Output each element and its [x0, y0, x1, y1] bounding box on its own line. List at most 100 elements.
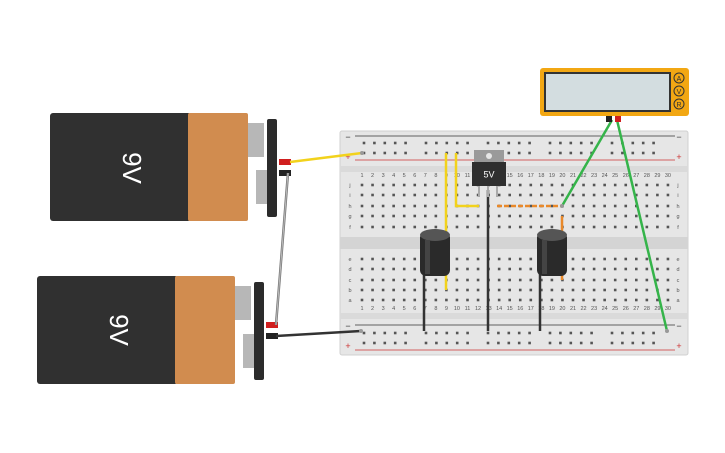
breadboard-hole[interactable] — [404, 151, 407, 155]
breadboard-hole[interactable] — [383, 331, 387, 335]
breadboard-hole[interactable] — [550, 225, 554, 229]
breadboard-hole[interactable] — [582, 267, 585, 271]
breadboard-hole[interactable] — [582, 214, 585, 218]
breadboard-hole[interactable] — [613, 214, 617, 218]
breadboard-hole[interactable] — [476, 288, 480, 292]
breadboard-hole[interactable] — [631, 331, 635, 335]
breadboard-hole[interactable] — [435, 141, 438, 145]
breadboard-hole[interactable] — [592, 278, 596, 282]
breadboard-hole[interactable] — [455, 225, 459, 229]
breadboard-hole[interactable] — [645, 214, 649, 218]
breadboard-hole[interactable] — [413, 257, 417, 261]
breadboard-hole[interactable] — [402, 183, 406, 187]
breadboard-hole[interactable] — [540, 193, 543, 197]
breadboard-hole[interactable] — [613, 298, 617, 302]
breadboard-hole[interactable] — [645, 267, 649, 271]
breadboard-hole[interactable] — [613, 278, 617, 282]
breadboard-hole[interactable] — [371, 214, 374, 218]
breadboard-hole[interactable] — [529, 288, 533, 292]
breadboard-hole[interactable] — [424, 204, 427, 208]
breadboard-hole[interactable] — [528, 341, 531, 345]
capacitor-left[interactable] — [420, 229, 450, 276]
breadboard-hole[interactable] — [402, 193, 406, 197]
breadboard[interactable]: − − + + − − + + 112233445566778899101011… — [339, 130, 689, 356]
breadboard-hole[interactable] — [645, 183, 649, 187]
breadboard-hole[interactable] — [497, 193, 501, 197]
breadboard-hole[interactable] — [517, 151, 521, 155]
breadboard-hole[interactable] — [466, 298, 469, 302]
breadboard-hole[interactable] — [455, 278, 459, 282]
breadboard-hole[interactable] — [603, 225, 606, 229]
breadboard-hole[interactable] — [383, 151, 387, 155]
breadboard-hole[interactable] — [548, 141, 552, 145]
breadboard-hole[interactable] — [613, 288, 617, 292]
breadboard-hole[interactable] — [517, 331, 521, 335]
breadboard-hole[interactable] — [497, 298, 501, 302]
breadboard-hole[interactable] — [529, 193, 533, 197]
breadboard-hole[interactable] — [476, 298, 480, 302]
breadboard-hole[interactable] — [621, 151, 624, 155]
breadboard-hole[interactable] — [466, 278, 469, 282]
breadboard-hole[interactable] — [455, 267, 459, 271]
breadboard-hole[interactable] — [424, 278, 427, 282]
breadboard-hole[interactable] — [666, 267, 670, 271]
breadboard-hole[interactable] — [497, 141, 500, 145]
breadboard-hole[interactable] — [571, 257, 575, 261]
breadboard-hole[interactable] — [392, 183, 395, 187]
breadboard-hole[interactable] — [613, 225, 617, 229]
breadboard-hole[interactable] — [550, 204, 554, 208]
breadboard-hole[interactable] — [486, 141, 490, 145]
breadboard-hole[interactable] — [610, 141, 614, 145]
battery-bottom-negative-terminal[interactable] — [266, 333, 278, 339]
breadboard-hole[interactable] — [360, 225, 364, 229]
breadboard-hole[interactable] — [424, 141, 428, 145]
battery-top[interactable]: 9V — [50, 113, 291, 221]
breadboard-hole[interactable] — [624, 204, 628, 208]
breadboard-hole[interactable] — [540, 278, 543, 282]
breadboard-hole[interactable] — [635, 278, 638, 282]
breadboard-hole[interactable] — [582, 278, 585, 282]
breadboard-hole[interactable] — [550, 214, 554, 218]
breadboard-hole[interactable] — [508, 183, 511, 187]
breadboard-hole[interactable] — [645, 193, 649, 197]
breadboard-hole[interactable] — [631, 341, 635, 345]
breadboard-hole[interactable] — [404, 341, 407, 345]
multimeter[interactable]: A V R — [540, 68, 689, 122]
breadboard-hole[interactable] — [635, 267, 638, 271]
breadboard-hole[interactable] — [666, 204, 670, 208]
breadboard-hole[interactable] — [381, 298, 385, 302]
breadboard-hole[interactable] — [528, 331, 531, 335]
breadboard-hole[interactable] — [424, 151, 428, 155]
breadboard-hole[interactable] — [540, 298, 543, 302]
breadboard-hole[interactable] — [435, 331, 438, 335]
breadboard-hole[interactable] — [645, 225, 649, 229]
breadboard-hole[interactable] — [635, 214, 638, 218]
breadboard-hole[interactable] — [508, 267, 511, 271]
battery-bottom-positive-terminal[interactable] — [266, 322, 278, 328]
breadboard-hole[interactable] — [371, 225, 374, 229]
breadboard-hole[interactable] — [529, 225, 533, 229]
breadboard-hole[interactable] — [529, 214, 533, 218]
breadboard-hole[interactable] — [371, 257, 374, 261]
breadboard-hole[interactable] — [413, 267, 417, 271]
breadboard-hole[interactable] — [652, 341, 655, 345]
breadboard-hole[interactable] — [518, 257, 522, 261]
breadboard-hole[interactable] — [455, 288, 459, 292]
breadboard-hole[interactable] — [613, 257, 617, 261]
breadboard-hole[interactable] — [381, 214, 385, 218]
breadboard-hole[interactable] — [424, 288, 427, 292]
breadboard-hole[interactable] — [561, 183, 564, 187]
breadboard-hole[interactable] — [360, 183, 364, 187]
breadboard-hole[interactable] — [392, 288, 395, 292]
breadboard-hole[interactable] — [582, 288, 585, 292]
breadboard-hole[interactable] — [624, 183, 628, 187]
breadboard-hole[interactable] — [540, 225, 543, 229]
multimeter-mode-a[interactable] — [673, 72, 685, 84]
breadboard-hole[interactable] — [621, 331, 624, 335]
breadboard-hole[interactable] — [635, 193, 638, 197]
breadboard-hole[interactable] — [603, 204, 606, 208]
breadboard-hole[interactable] — [445, 298, 448, 302]
breadboard-hole[interactable] — [590, 341, 593, 345]
breadboard-hole[interactable] — [635, 225, 638, 229]
breadboard-hole[interactable] — [360, 267, 364, 271]
